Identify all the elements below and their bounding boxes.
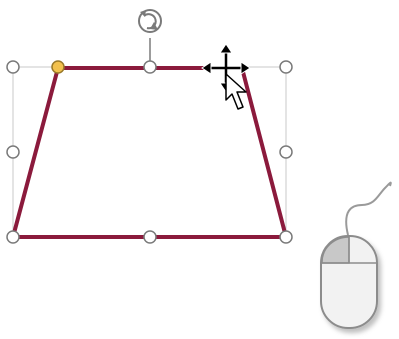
shape-adjust-handle[interactable]	[51, 60, 65, 74]
rotate-icon[interactable]	[138, 9, 162, 33]
resize-handle-top-left[interactable]	[6, 60, 20, 74]
resize-handle-right[interactable]	[279, 145, 293, 159]
resize-handles[interactable]	[6, 60, 293, 244]
mouse-left-button	[321, 236, 350, 264]
resize-handle-top[interactable]	[143, 60, 157, 74]
resize-handle-bottom[interactable]	[143, 230, 157, 244]
trapezoid-shape[interactable]	[11, 66, 288, 239]
resize-handle-top-right[interactable]	[279, 60, 293, 74]
mouse-icon	[320, 181, 392, 329]
resize-handle-left[interactable]	[6, 145, 20, 159]
resize-handle-bottom-right[interactable]	[279, 230, 293, 244]
arrow-pointer-icon	[225, 73, 247, 110]
resize-handle-bottom-left[interactable]	[6, 230, 20, 244]
